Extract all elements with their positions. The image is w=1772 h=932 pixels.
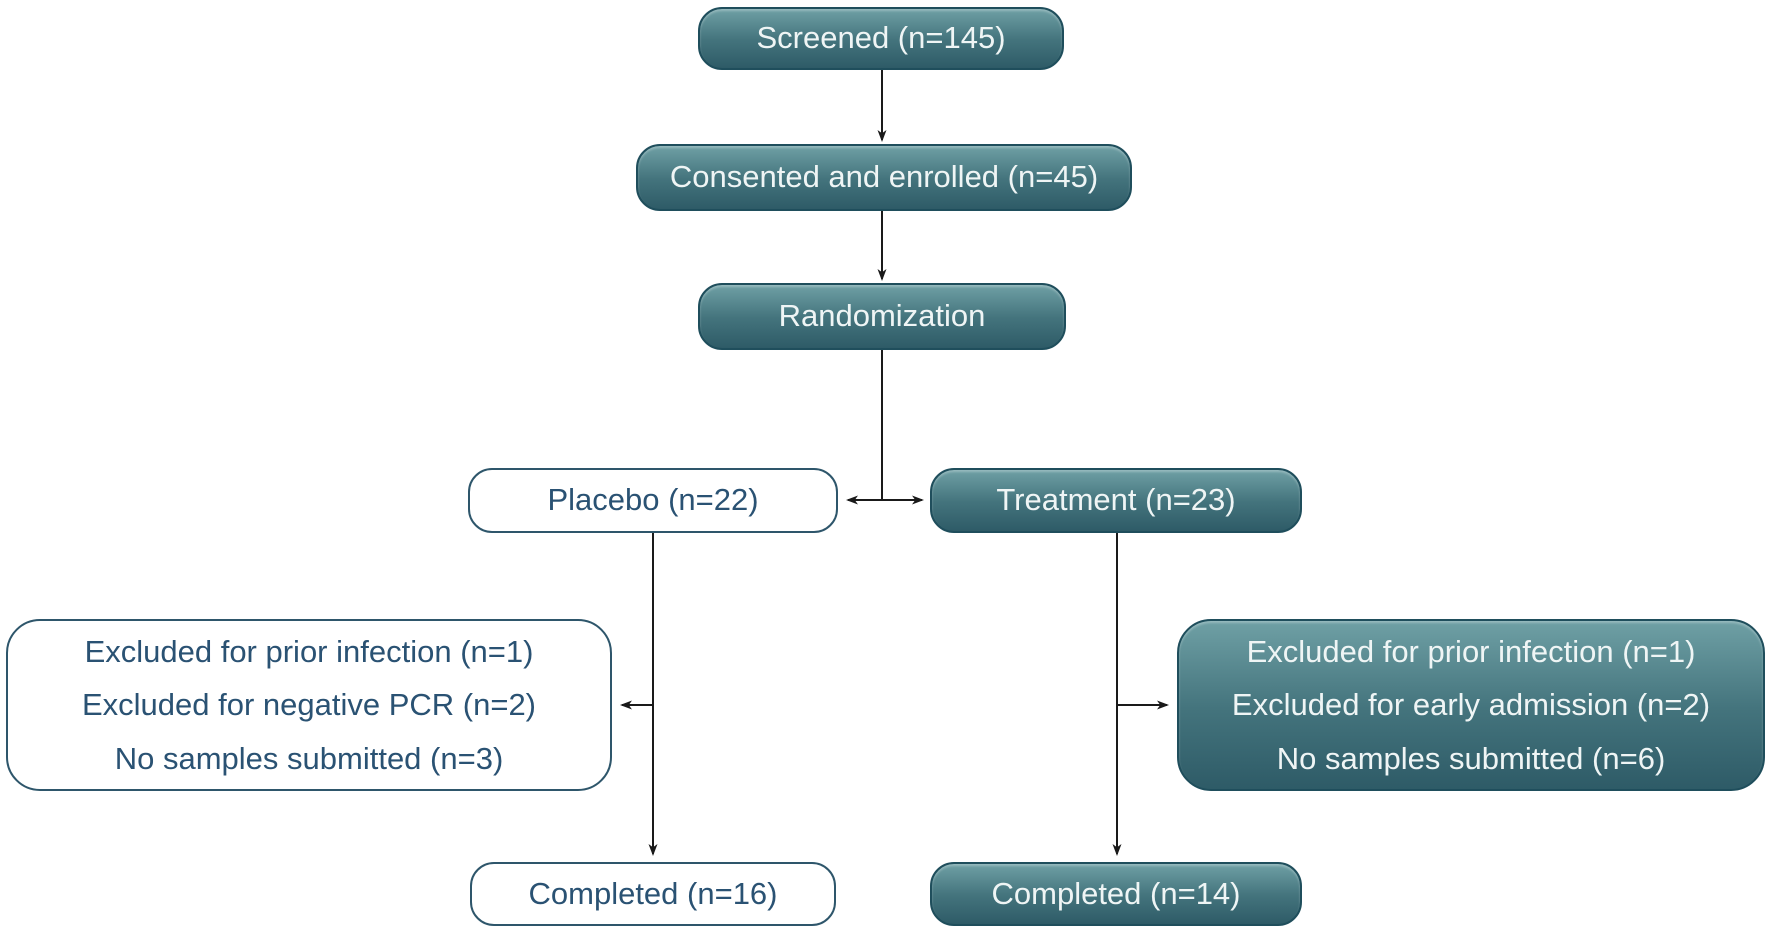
- treatment-excluded-line: No samples submitted (n=6): [1276, 740, 1666, 776]
- node-screened-label: Screened (n=145): [756, 20, 1006, 56]
- node-screened: Screened (n=145): [698, 7, 1064, 70]
- node-treatment: Treatment (n=23): [930, 468, 1302, 533]
- node-randomization-label: Randomization: [778, 298, 986, 334]
- node-treatment-completed: Completed (n=14): [930, 862, 1302, 926]
- node-consented-label: Consented and enrolled (n=45): [669, 159, 1099, 195]
- placebo-excluded-line: Excluded for negative PCR (n=2): [81, 687, 537, 723]
- placebo-excluded-line: No samples submitted (n=3): [114, 740, 504, 776]
- node-treatment-excluded: Excluded for prior infection (n=1) Exclu…: [1177, 619, 1765, 791]
- node-randomization: Randomization: [698, 283, 1066, 350]
- placebo-excluded-line: Excluded for prior infection (n=1): [84, 634, 534, 670]
- node-treatment-completed-label: Completed (n=14): [991, 875, 1241, 911]
- node-placebo-label: Placebo (n=22): [547, 482, 759, 518]
- node-consented: Consented and enrolled (n=45): [636, 144, 1132, 211]
- treatment-excluded-line: Excluded for early admission (n=2): [1231, 687, 1711, 723]
- node-placebo-completed-label: Completed (n=16): [528, 875, 778, 911]
- node-placebo-completed: Completed (n=16): [470, 862, 836, 926]
- node-placebo: Placebo (n=22): [468, 468, 838, 533]
- node-treatment-label: Treatment (n=23): [996, 482, 1236, 518]
- node-placebo-excluded: Excluded for prior infection (n=1) Exclu…: [6, 619, 612, 791]
- treatment-excluded-line: Excluded for prior infection (n=1): [1246, 634, 1696, 670]
